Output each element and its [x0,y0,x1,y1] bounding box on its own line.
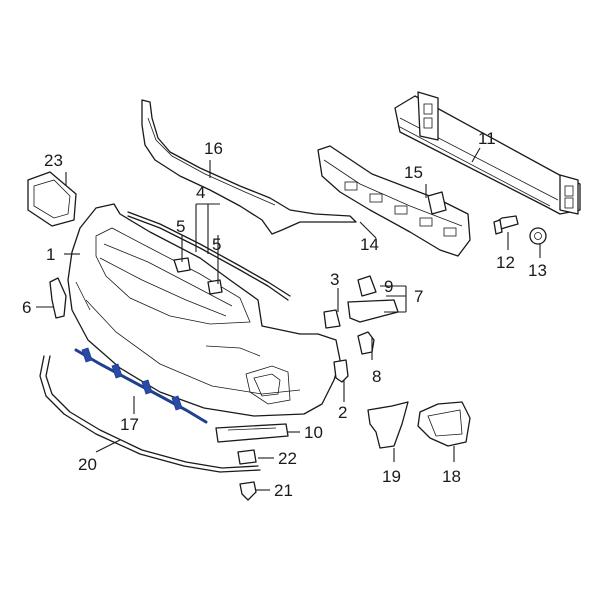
part-7-side-support[interactable] [347,299,399,323]
callout-12: 12 [496,253,515,272]
callout-5-left: 5 [176,217,185,236]
leader-lines [36,147,541,491]
part-12-bolt[interactable] [493,215,519,235]
part-6-side-bracket[interactable] [49,277,67,319]
part-9-clip[interactable] [357,275,377,297]
part-4-grille-trim[interactable] [127,211,291,301]
callout-20: 20 [78,455,97,474]
part-11-reinforcement-beam[interactable] [394,91,581,215]
callout-16: 16 [204,139,223,158]
part-15-bracket[interactable] [427,191,447,215]
callout-1: 1 [46,245,55,264]
part-5-clip-left[interactable] [173,257,191,273]
part-13-nut[interactable] [529,227,547,245]
part-10-lower-bracket[interactable] [215,423,289,443]
part-3-retainer[interactable] [323,309,341,329]
callout-13: 13 [528,261,547,280]
callout-2: 2 [338,403,347,422]
callout-15: 15 [404,163,423,182]
part-14-energy-absorber[interactable] [317,145,471,257]
part-16-upper-trim[interactable] [141,99,357,235]
callout-18: 18 [442,467,461,486]
callout-8: 8 [372,367,381,386]
part-21-bolt[interactable] [239,481,257,501]
callout-4: 4 [196,183,205,202]
part-17-lower-molding[interactable] [74,347,208,424]
part-22-retainer[interactable] [237,449,257,465]
callout-6: 6 [22,298,31,317]
callout-5-right: 5 [212,235,221,254]
part-20-lower-lip[interactable] [39,355,261,473]
callout-17: 17 [120,415,139,434]
callout-21: 21 [274,481,293,500]
callout-22: 22 [278,449,297,468]
part-23-license-plate-bracket[interactable] [27,171,77,227]
callout-14: 14 [360,235,379,254]
part-19-side-bracket[interactable] [367,401,409,449]
callout-3: 3 [330,270,339,289]
part-1-bumper-cover[interactable] [67,203,341,417]
part-5-clip-right[interactable] [207,279,223,295]
callout-19: 19 [382,467,401,486]
callout-labels: 1 2 3 4 5 5 6 7 8 9 10 11 12 13 14 15 16… [22,129,547,500]
callout-11: 11 [478,129,496,148]
callout-23: 23 [44,151,63,170]
part-8-screw[interactable] [357,331,375,355]
callout-7: 7 [414,287,423,306]
callout-10: 10 [304,423,323,442]
part-18-fog-lamp-cover[interactable] [417,401,471,447]
callout-9: 9 [384,277,393,296]
part-2-screw[interactable] [333,359,349,383]
